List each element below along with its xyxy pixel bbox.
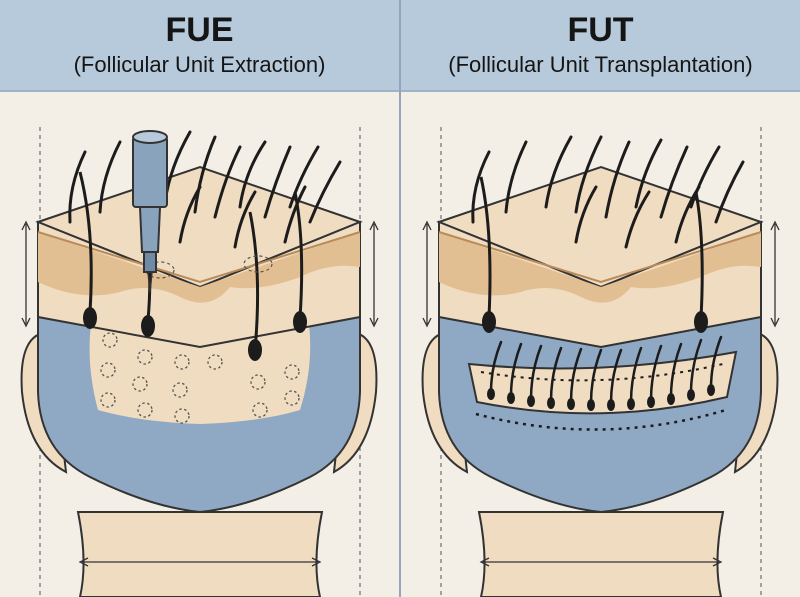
fut-epidermis-line	[438, 231, 762, 284]
fue-surface-circle-1	[145, 261, 175, 279]
fut-header: FUT (Follicular Unit Transplantation)	[401, 0, 800, 92]
fut-panel: FUT (Follicular Unit Transplantation)	[401, 0, 800, 597]
panel-divider	[399, 0, 401, 597]
fut-donor-strip-icon	[467, 335, 738, 415]
fut-dermis-layer	[439, 232, 761, 303]
fut-title: FUT	[567, 11, 634, 49]
fue-subtitle: (Follicular Unit Extraction)	[73, 52, 326, 77]
fue-title: FUE	[165, 11, 234, 49]
fue-dermis-layer	[38, 232, 360, 303]
fut-neck	[477, 511, 725, 597]
fue-extraction-sites	[100, 332, 300, 424]
fut-closure-line	[475, 408, 727, 431]
fue-header: FUE (Follicular Unit Extraction)	[0, 0, 399, 92]
fue-neck	[76, 511, 324, 597]
fue-punch-tool-icon	[132, 130, 168, 293]
fue-hairs	[68, 130, 342, 249]
fue-depth-arrows	[21, 220, 379, 567]
fut-depth-arrows	[422, 220, 780, 567]
fut-illustration	[421, 127, 780, 597]
fue-surface-circle-2	[243, 255, 273, 273]
fut-hairs	[471, 135, 745, 249]
fue-panel: FUE (Follicular Unit Extraction)	[0, 0, 399, 597]
fue-illustration	[20, 127, 379, 597]
fut-subtitle: (Follicular Unit Transplantation)	[448, 52, 753, 77]
fut-follicles	[479, 176, 708, 333]
